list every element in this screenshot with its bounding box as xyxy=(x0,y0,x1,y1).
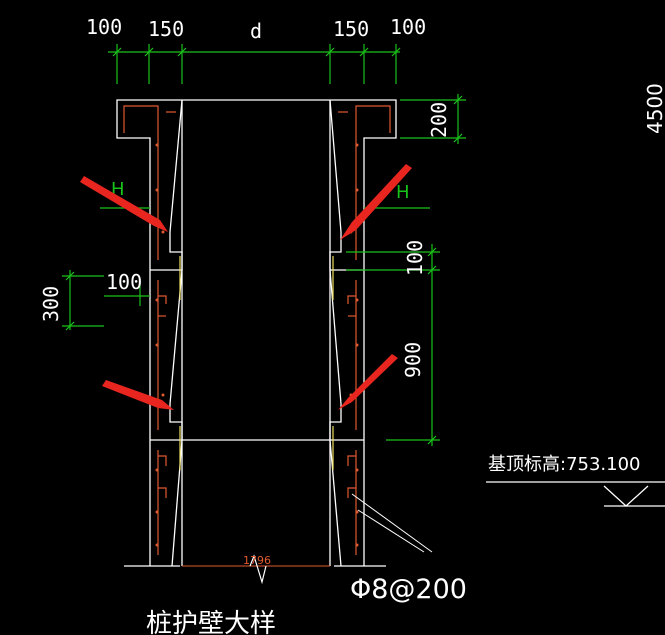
dim-left-outer: 100 xyxy=(86,15,122,39)
rebar-lines xyxy=(123,105,391,555)
dim-overlap: 300 xyxy=(39,286,63,322)
arrow-upper-left xyxy=(80,176,168,232)
left-dimension-chain xyxy=(62,270,150,331)
arrow-upper-right xyxy=(340,164,412,240)
arrow-lower-left xyxy=(102,380,174,410)
arrow-lower-right xyxy=(338,354,398,410)
level-label-right: H xyxy=(396,182,410,203)
dim-right-wall: 150 xyxy=(333,17,369,41)
dim-left-joint: 100 xyxy=(106,270,142,294)
dim-right-joint: 100 xyxy=(403,240,427,276)
right-dimension-chain xyxy=(346,94,466,446)
top-dimension-chain xyxy=(108,44,401,84)
dim-left-wall: 150 xyxy=(148,17,184,41)
edge-dimension-text: 4500 xyxy=(643,83,665,134)
accent-edges xyxy=(179,256,334,470)
dim-cap-height: 200 xyxy=(427,102,451,138)
elevation-label: 基顶标高:753.100 xyxy=(488,454,641,475)
rebar-dots xyxy=(155,143,359,547)
break-symbol xyxy=(249,554,267,585)
drawing-title: 桩护壁大样 xyxy=(146,609,276,635)
elevation-mark xyxy=(486,481,665,507)
dim-segment-height: 900 xyxy=(401,342,425,378)
rebar-leader xyxy=(351,493,433,553)
dim-diameter: d xyxy=(250,19,262,43)
callout-arrows xyxy=(80,164,412,410)
rebar-label: Φ8@200 xyxy=(350,574,467,605)
bottom-dimension-value: 1796 xyxy=(243,554,271,567)
dim-right-outer: 100 xyxy=(390,15,426,39)
